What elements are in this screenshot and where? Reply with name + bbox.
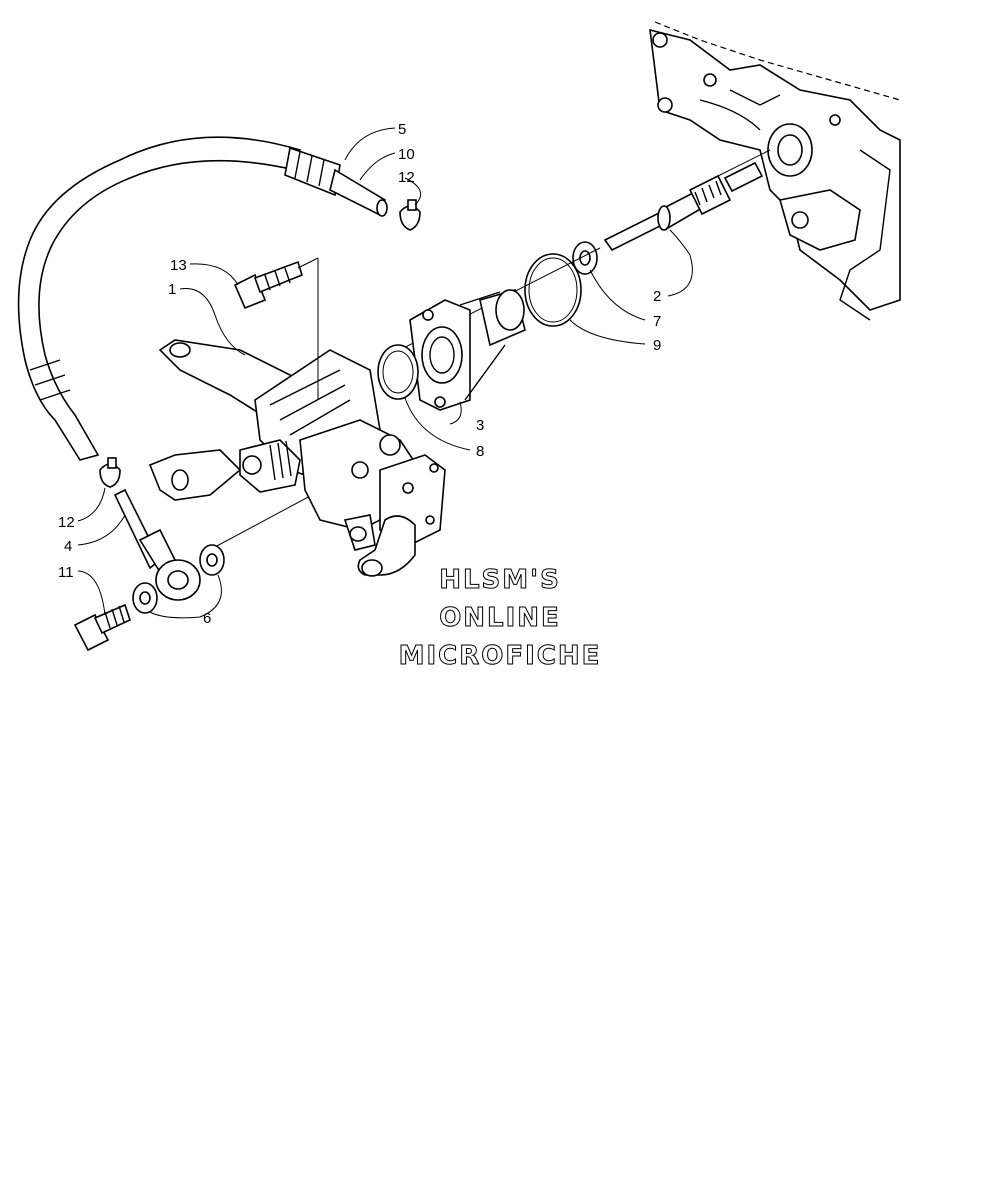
bolt-part-13 [233,257,319,400]
watermark-line-1: HLSM'S [439,565,561,595]
pump-body [239,349,446,577]
engine-case [649,21,901,321]
callout-12-upper: 12 [398,169,415,186]
clamp-part-12 [99,199,421,488]
callout-4: 4 [64,538,72,555]
callout-10: 10 [398,146,415,163]
callout-6: 6 [203,610,211,627]
drive-shaft-part-2 [603,149,771,252]
leader-lines [77,127,693,619]
washer-part-7 [572,241,598,275]
cable-hose [17,136,388,461]
banjo-fitting-part-4 [113,488,201,601]
callout-11: 11 [58,564,74,581]
callout-8: 8 [476,443,484,460]
callout-13: 13 [170,257,187,274]
watermark-line-2: ONLINE [439,603,561,633]
callout-12-lower: 12 [58,514,75,531]
callout-7: 7 [653,313,661,330]
callout-5: 5 [398,121,406,138]
housing-part-3 [409,289,526,411]
callout-9: 9 [653,337,661,354]
bolt-part-11 [73,603,131,652]
callout-1: 1 [168,281,176,298]
gasket-part-8 [377,344,419,400]
callout-3: 3 [476,417,484,434]
callout-2: 2 [653,288,661,305]
o-ring-part-9 [524,253,582,327]
washer-part-6 [132,544,225,614]
watermark-line-3: MICROFICHE [399,641,602,671]
